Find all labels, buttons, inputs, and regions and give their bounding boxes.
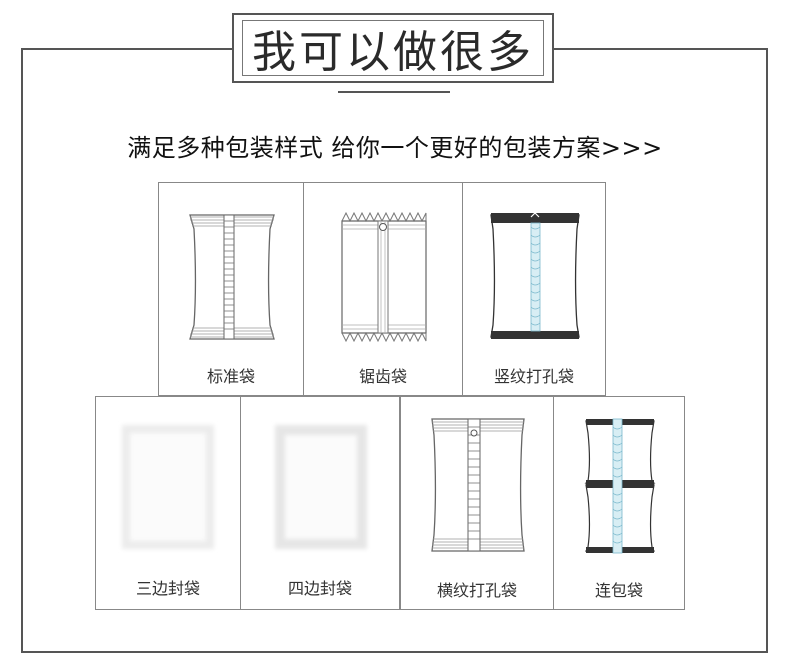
card-label: 锯齿袋 [358,367,407,386]
card-linked-bag: 连包袋 [553,396,685,610]
card-label: 连包袋 [594,581,643,600]
title-underline [338,91,450,93]
card-label: 三边封袋 [135,579,200,598]
card-three-side-seal-bag: 三边封袋 [95,396,241,610]
sawtooth-bag-icon [341,211,427,343]
vertical-punch-bag-icon [490,212,580,339]
card-label: 竖纹打孔袋 [493,367,574,386]
horizontal-punch-bag-icon [431,418,525,552]
card-horizontal-punch-bag: 横纹打孔袋 [400,396,554,610]
card-label: 标准袋 [206,367,255,386]
three-side-seal-bag-icon [122,425,214,549]
card-four-side-seal-bag: 四边封袋 [240,396,400,610]
card-label: 四边封袋 [287,579,352,598]
page-title: 我可以做很多 [242,20,544,78]
card-label: 横纹打孔袋 [436,581,517,600]
card-sawtooth-bag: 锯齿袋 [303,182,463,396]
card-standard-bag: 标准袋 [158,182,304,396]
subtitle: 满足多种包装样式 给你一个更好的包装方案>>> [127,134,663,162]
card-vertical-punch-bag: 竖纹打孔袋 [462,182,606,396]
four-side-seal-bag-icon [275,425,367,549]
standard-bag-icon [189,214,275,340]
linked-bag-icon [584,418,656,554]
